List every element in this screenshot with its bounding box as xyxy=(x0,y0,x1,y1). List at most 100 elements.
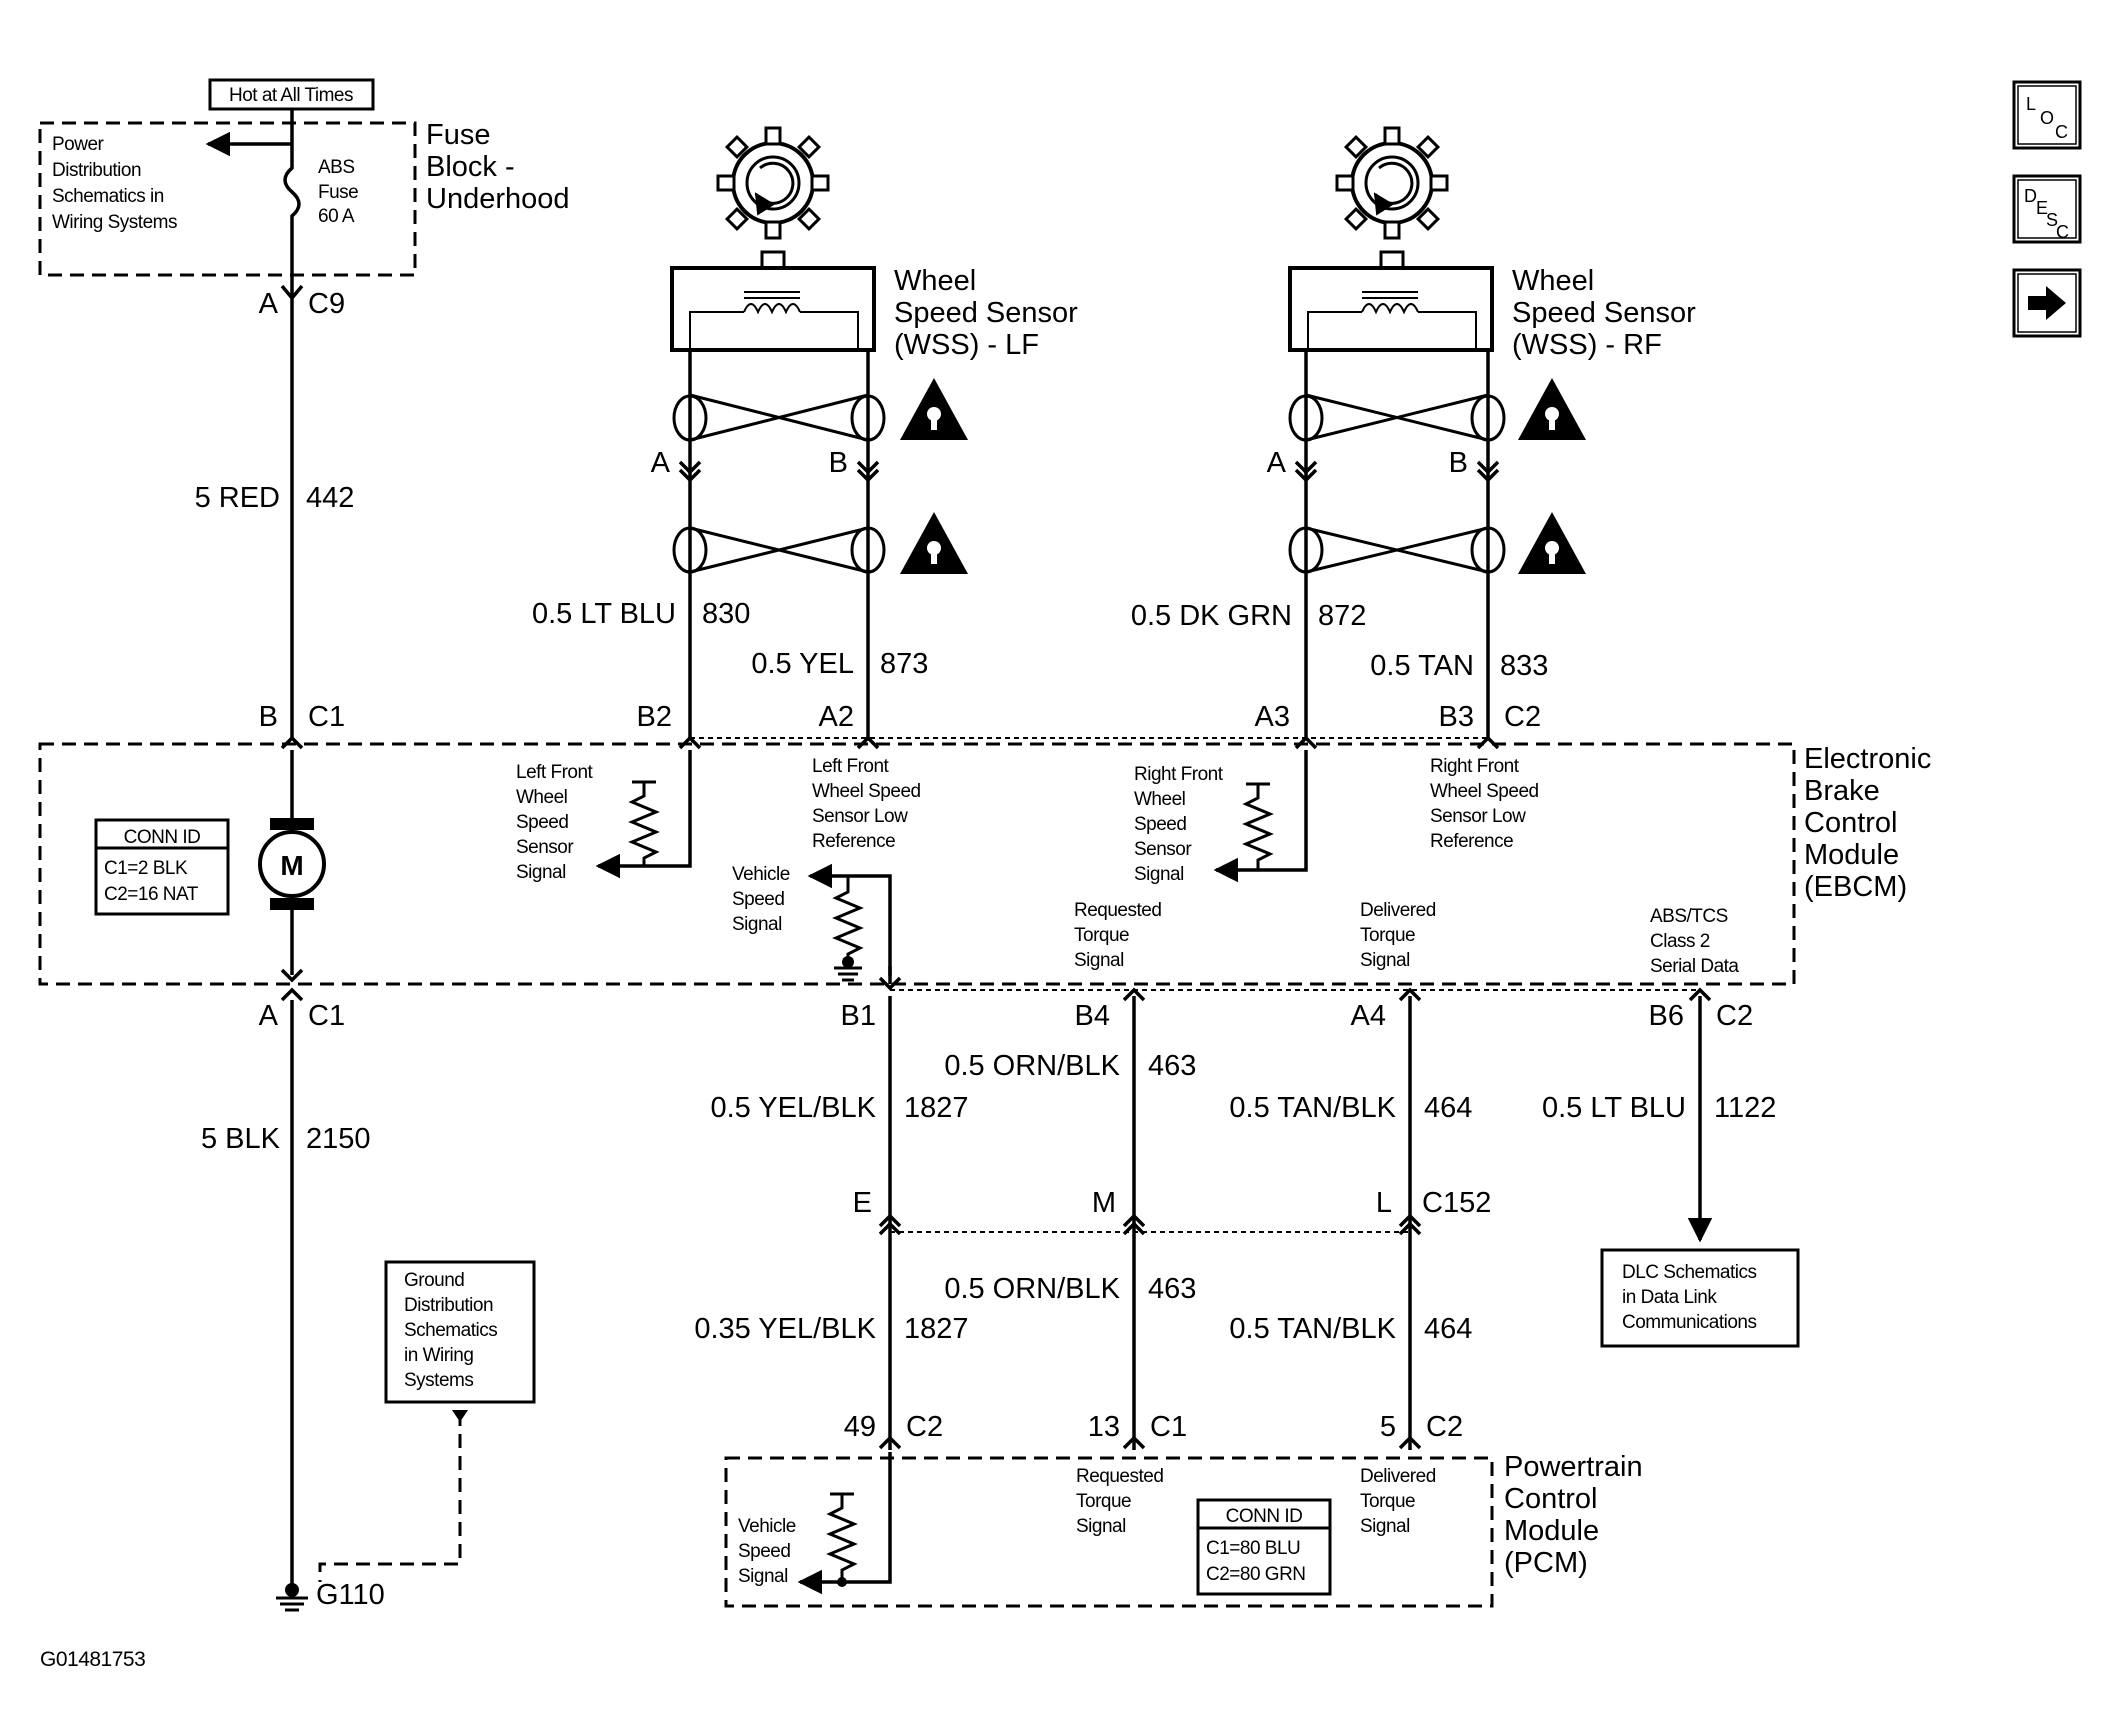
pcm-req-torque-label: Requested Torque Signal xyxy=(1076,1466,1164,1537)
ebcm-del-torque-label: Delivered Torque Signal xyxy=(1360,900,1436,971)
ebcm-title: Electronic Brake Control Module (EBCM) xyxy=(1804,743,1931,903)
connector-lf-b-chevron xyxy=(856,460,880,483)
conn-c2-top: C2 xyxy=(1504,701,1541,733)
wire-2150-num: 2150 xyxy=(306,1123,371,1155)
pcm-conn-c2-a: C2 xyxy=(906,1411,943,1443)
pin-rf-a: A xyxy=(1267,447,1287,479)
svg-text:Requested: Requested xyxy=(1076,1466,1163,1487)
ebcm-req-torque-label: Requested Torque Signal xyxy=(1074,900,1162,971)
pin-b3: B3 xyxy=(1439,701,1474,733)
pcm-del-torque-label: Delivered Torque Signal xyxy=(1360,1466,1436,1537)
conn-c152: C152 xyxy=(1422,1187,1491,1219)
wss-rf-title: Wheel Speed Sensor (WSS) - RF xyxy=(1512,265,1696,361)
pin-c9-a: A xyxy=(259,288,279,320)
svg-text:Torque: Torque xyxy=(1360,925,1415,946)
svg-text:Ground: Ground xyxy=(404,1270,464,1291)
svg-text:S: S xyxy=(2046,210,2058,230)
wire-2150-color: 5 BLK xyxy=(201,1123,281,1155)
lf-signal-circuit: Left Front Wheel Speed Sensor Signal xyxy=(516,750,692,883)
pcm-vss-circuit: Vehicle Speed Signal xyxy=(738,1452,892,1595)
pcm-conn-c1: C1 xyxy=(1150,1411,1187,1443)
wire-464-pcm-color: 0.5 TAN/BLK xyxy=(1229,1313,1396,1345)
pcm-conn-c2-b: C2 xyxy=(1426,1411,1463,1443)
svg-text:ABS: ABS xyxy=(318,157,355,178)
wire-830-num: 830 xyxy=(702,598,750,630)
connector-e-chevron xyxy=(878,1213,902,1236)
svg-text:60 A: 60 A xyxy=(318,206,355,227)
connector-rf-b-chevron xyxy=(1476,460,1500,483)
svg-text:Wheel: Wheel xyxy=(894,265,976,297)
ebcm-vss-circuit: Vehicle Speed Signal xyxy=(732,863,892,984)
next-arrow-icon[interactable] xyxy=(2012,268,2082,338)
dlc-schematics-box[interactable]: DLC Schematics in Data Link Communicatio… xyxy=(1600,1248,1800,1348)
wire-1122-color: 0.5 LT BLU xyxy=(1542,1092,1686,1124)
svg-text:Signal: Signal xyxy=(1360,1516,1410,1537)
svg-text:Speed: Speed xyxy=(1134,814,1186,835)
wire-442-num: 442 xyxy=(306,482,354,514)
svg-text:Distribution: Distribution xyxy=(404,1295,493,1316)
svg-text:(EBCM): (EBCM) xyxy=(1804,871,1907,903)
svg-text:Powertrain: Powertrain xyxy=(1504,1451,1643,1483)
svg-text:Vehicle: Vehicle xyxy=(738,1516,796,1537)
warning-icon xyxy=(1518,378,1586,440)
svg-text:E: E xyxy=(2036,198,2048,218)
svg-text:Schematics in: Schematics in xyxy=(52,186,164,207)
svg-text:Speed: Speed xyxy=(738,1541,790,1562)
svg-text:Communications: Communications xyxy=(1622,1312,1757,1333)
desc-icon[interactable]: D E S C xyxy=(2012,174,2082,244)
svg-text:Wiring Systems: Wiring Systems xyxy=(52,212,177,233)
svg-text:Vehicle: Vehicle xyxy=(732,864,790,885)
pin-lf-b: B xyxy=(829,447,848,479)
ground-distribution-link xyxy=(318,1412,462,1582)
svg-text:Right Front: Right Front xyxy=(1134,764,1224,785)
loc-icon[interactable]: L O C xyxy=(2012,80,2082,150)
svg-text:Sensor Low: Sensor Low xyxy=(1430,806,1526,827)
wire-873-color: 0.5 YEL xyxy=(751,648,854,680)
pin-b6: B6 xyxy=(1649,1000,1684,1032)
svg-text:CONN ID: CONN ID xyxy=(124,827,201,848)
ebcm-conn-id-box: CONN ID C1=2 BLK C2=16 NAT xyxy=(94,818,230,916)
svg-text:C: C xyxy=(2055,122,2068,142)
svg-text:Signal: Signal xyxy=(1074,950,1124,971)
svg-text:Block -: Block - xyxy=(426,151,515,183)
svg-text:ABS/TCS: ABS/TCS xyxy=(1650,906,1728,927)
lf-low-ref-label: Left Front Wheel Speed Sensor Low Refere… xyxy=(812,756,921,852)
pin-b1: B1 xyxy=(841,1000,876,1032)
svg-text:Reference: Reference xyxy=(1430,831,1513,852)
wire-872-num: 872 xyxy=(1318,600,1366,632)
svg-text:Speed Sensor: Speed Sensor xyxy=(1512,297,1696,329)
svg-text:Schematics: Schematics xyxy=(404,1320,497,1341)
wire-442-color: 5 RED xyxy=(195,482,280,514)
svg-text:Systems: Systems xyxy=(404,1370,473,1391)
wire-873-num: 873 xyxy=(880,648,928,680)
wss-lf-body xyxy=(670,250,876,352)
pcm-pin-49: 49 xyxy=(844,1411,876,1443)
svg-text:Reference: Reference xyxy=(812,831,895,852)
connector-c1-bottom-chevron xyxy=(280,987,304,1002)
pin-lf-a: A xyxy=(651,447,671,479)
pcm-pin-13-chevron xyxy=(1122,1435,1146,1450)
pin-b2: B2 xyxy=(637,701,672,733)
svg-text:Module: Module xyxy=(1804,839,1899,871)
wire-464-pcm-num: 464 xyxy=(1424,1313,1472,1345)
ground-distribution-box[interactable]: Ground Distribution Schematics in Wiring… xyxy=(384,1260,536,1404)
wire-1827-color: 0.5 YEL/BLK xyxy=(710,1092,876,1124)
warning-icon xyxy=(900,378,968,440)
svg-text:Delivered: Delivered xyxy=(1360,900,1436,921)
svg-text:L: L xyxy=(2026,94,2036,114)
power-distribution-label: Power Distribution Schematics in Wiring … xyxy=(52,134,177,233)
svg-text:Signal: Signal xyxy=(738,1566,788,1587)
connector-rf-a-chevron xyxy=(1294,460,1318,483)
fuse-block-outline xyxy=(38,121,417,277)
connector-l-chevron xyxy=(1398,1213,1422,1236)
svg-text:Signal: Signal xyxy=(1360,950,1410,971)
pcm-pin-5: 5 xyxy=(1380,1411,1396,1443)
svg-text:M: M xyxy=(280,850,303,881)
svg-text:Left Front: Left Front xyxy=(812,756,890,777)
wire-833-color: 0.5 TAN xyxy=(1370,650,1474,682)
svg-text:Underhood: Underhood xyxy=(426,183,570,215)
wire-1827-num: 1827 xyxy=(904,1092,969,1124)
connector-b6-chevron xyxy=(1688,987,1712,1002)
svg-text:C1=2 BLK: C1=2 BLK xyxy=(104,858,188,879)
